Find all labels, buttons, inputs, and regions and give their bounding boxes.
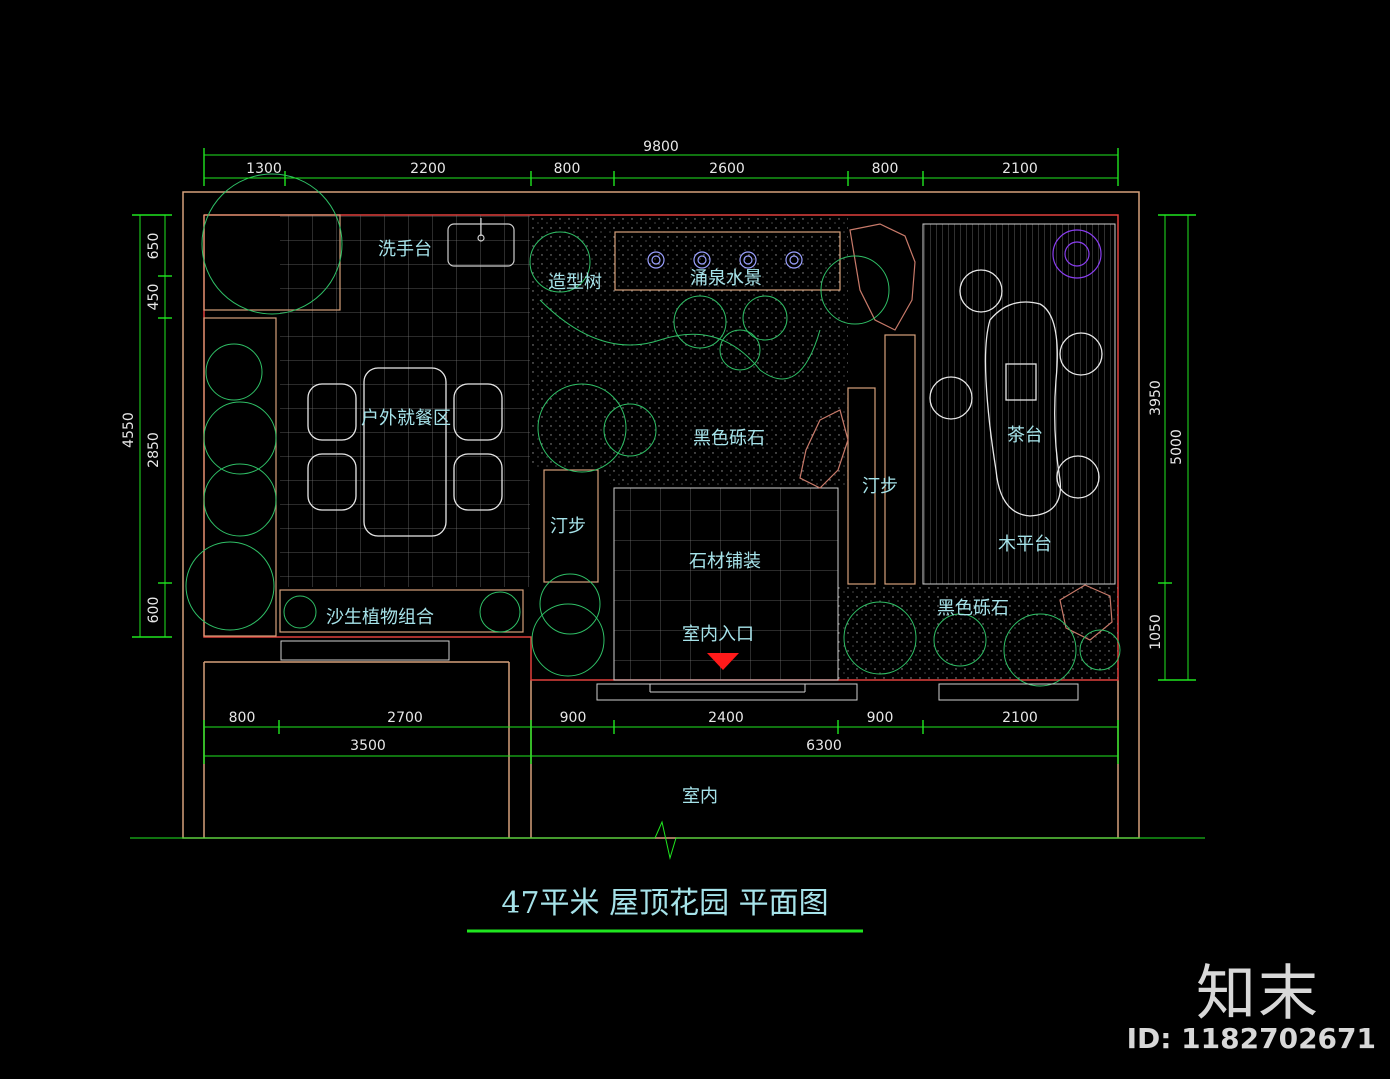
wash-basin xyxy=(447,218,515,267)
dim-right-1: 3950 xyxy=(1148,380,1164,416)
building-walls xyxy=(182,191,1140,839)
garden-boundary xyxy=(203,214,1119,681)
dining-tile-floor xyxy=(280,215,530,587)
dim-bottom-total-right: 6300 xyxy=(806,738,842,754)
label-stepping-left: 汀步 xyxy=(550,516,586,537)
dim-left-outer: 4550 xyxy=(121,412,137,448)
drawing-title: 47平米 屋顶花园 平面图 xyxy=(501,886,828,921)
label-wood-deck: 木平台 xyxy=(998,534,1052,555)
gravel-right-area xyxy=(838,585,1118,680)
dim-bottom-3: 900 xyxy=(560,710,587,726)
tea-set xyxy=(929,269,1103,517)
dim-top-6: 2100 xyxy=(1002,161,1038,177)
dim-left-3: 2850 xyxy=(146,432,162,468)
brand-logo: 知末 xyxy=(1196,959,1320,1029)
dim-bottom-total-left: 3500 xyxy=(350,738,386,754)
wood-deck-area xyxy=(922,223,1116,585)
dim-right-2: 1050 xyxy=(1148,614,1164,650)
dim-overall-width: 9800 xyxy=(643,139,679,155)
label-entrance: 室内入口 xyxy=(682,624,754,645)
stone-paving-area xyxy=(613,487,839,681)
dim-top-3: 800 xyxy=(554,161,581,177)
dimension-lines xyxy=(130,154,1205,860)
label-tea-table: 茶台 xyxy=(1007,425,1043,446)
dim-top-5: 800 xyxy=(872,161,899,177)
dim-top-4: 2600 xyxy=(709,161,745,177)
dim-left-1: 650 xyxy=(146,233,162,260)
dim-top-1: 1300 xyxy=(246,161,282,177)
label-sculpted-tree: 造型树 xyxy=(548,272,602,293)
label-wash-basin: 洗手台 xyxy=(378,239,432,260)
dim-top-2: 2200 xyxy=(410,161,446,177)
dim-bottom-4: 2400 xyxy=(708,710,744,726)
dim-bottom-2: 2700 xyxy=(387,710,423,726)
dim-right-outer: 5000 xyxy=(1169,429,1185,465)
label-gravel-right: 黑色砾石 xyxy=(937,598,1009,619)
dim-left-4: 600 xyxy=(146,597,162,624)
label-stone-paving: 石材铺装 xyxy=(689,551,761,572)
label-stepping-right: 汀步 xyxy=(862,476,898,497)
gravel-center-area xyxy=(531,215,848,488)
dim-bottom-6: 2100 xyxy=(1002,710,1038,726)
plants xyxy=(185,173,1121,687)
dining-set xyxy=(307,367,503,537)
fountain-jets xyxy=(647,251,803,269)
label-desert-plants: 沙生植物组合 xyxy=(326,607,434,628)
dim-left-2: 450 xyxy=(146,284,162,311)
label-indoor: 室内 xyxy=(682,786,718,807)
label-fountain: 涌泉水景 xyxy=(690,268,762,289)
label-dining: 户外就餐区 xyxy=(361,408,451,429)
rocks xyxy=(799,223,1113,641)
label-gravel-center: 黑色砾石 xyxy=(693,428,765,449)
brand-id: ID: 1182702671 xyxy=(1126,1022,1376,1055)
dim-bottom-5: 900 xyxy=(867,710,894,726)
entrance-arrow-icon xyxy=(707,653,739,670)
dim-bottom-1: 800 xyxy=(229,710,256,726)
entrance-steps xyxy=(280,640,1079,701)
dimension-ticks xyxy=(132,148,1196,764)
flower-icon xyxy=(1052,229,1102,279)
